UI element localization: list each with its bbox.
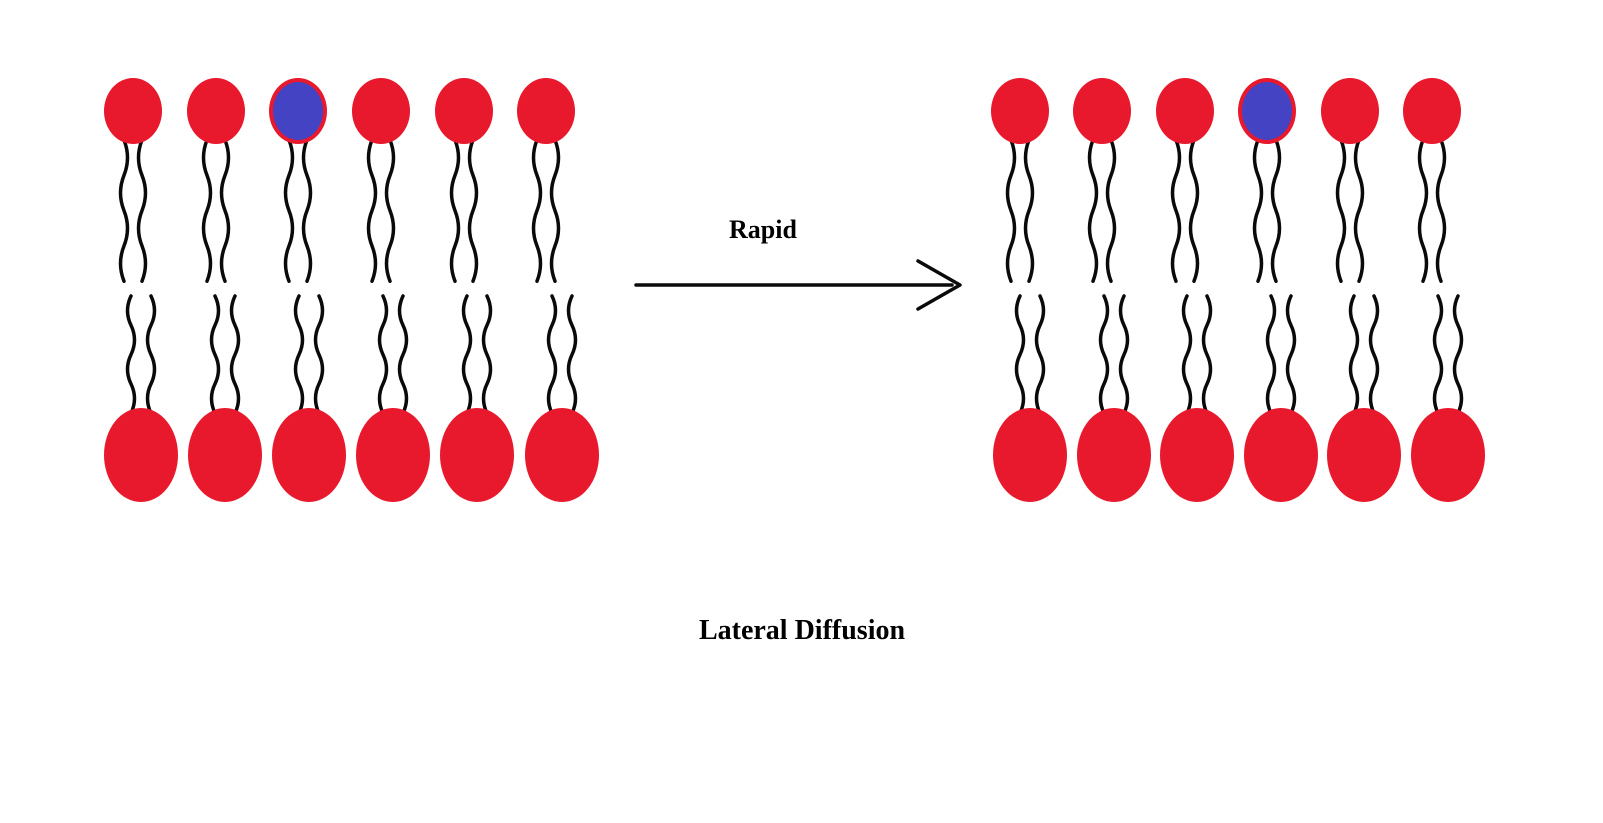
lipid-tail (1285, 294, 1297, 415)
lipid-tail (377, 294, 389, 415)
lipid-tail (1005, 138, 1017, 283)
lipid-tail (1335, 138, 1347, 283)
lipid-tail (136, 138, 148, 283)
lipid-tail (125, 294, 137, 415)
lipid-tail (449, 138, 461, 283)
lipid-tail (1201, 294, 1213, 415)
lipid-tail (1034, 294, 1046, 415)
lipid-head (1244, 408, 1318, 502)
lipid-tail (1368, 294, 1380, 415)
lipid-head (356, 408, 430, 502)
lipid-head (1073, 78, 1131, 144)
lipid-tail (1118, 294, 1130, 415)
tracer-lipid-head (1242, 82, 1292, 140)
lipid-tail (1452, 294, 1464, 415)
lipid-tail (531, 138, 543, 283)
arrow-label: Rapid (729, 215, 797, 244)
lipid-tail (201, 138, 213, 283)
lipid-tail (566, 294, 578, 415)
lipid-head (188, 408, 262, 502)
lipid-tail (1432, 294, 1444, 415)
lipid-head (991, 78, 1049, 144)
lipid-tail (481, 294, 493, 415)
lipid-head (1077, 408, 1151, 502)
lipid-tail (366, 138, 378, 283)
lipid-tail (1417, 138, 1429, 283)
lipid-head (352, 78, 410, 144)
reaction-arrow (634, 259, 962, 311)
lipid-tail (1188, 138, 1200, 283)
lipid-head (272, 408, 346, 502)
lipid-head (1327, 408, 1401, 502)
lipid-tail (397, 294, 409, 415)
lipid-head (1160, 408, 1234, 502)
lipid-head (1156, 78, 1214, 144)
lipid-tail (1014, 294, 1026, 415)
diagram-title: Lateral Diffusion (699, 615, 906, 646)
lipid-tail (293, 294, 305, 415)
lipid-tail (546, 294, 558, 415)
lipid-tail (283, 138, 295, 283)
lipid-tail (384, 138, 396, 283)
lipid-head (440, 408, 514, 502)
lipid-head (993, 408, 1067, 502)
lipid-head (104, 78, 162, 144)
bilayer-before (104, 78, 599, 502)
lipid-tail (219, 138, 231, 283)
lipid-tail (145, 294, 157, 415)
lipid-tail (1181, 294, 1193, 415)
lipid-head (1411, 408, 1485, 502)
lipid-tail (1353, 138, 1365, 283)
lipid-tail (229, 294, 241, 415)
lipid-head (104, 408, 178, 502)
lipid-tail (1170, 138, 1182, 283)
lipid-tail (301, 138, 313, 283)
lipid-tail (1105, 138, 1117, 283)
lipid-tail (209, 294, 221, 415)
lipid-head (187, 78, 245, 144)
lipid-tail (549, 138, 561, 283)
lipid-tail (1087, 138, 1099, 283)
bilayer-after (991, 78, 1485, 502)
lipid-head (525, 408, 599, 502)
lipid-head (1321, 78, 1379, 144)
lipid-tail (1252, 138, 1264, 283)
lipid-tail (1270, 138, 1282, 283)
lipid-tail (313, 294, 325, 415)
lipid-head (1403, 78, 1461, 144)
tracer-lipid-head (273, 82, 323, 140)
lipid-tail (1348, 294, 1360, 415)
lipid-tail (1023, 138, 1035, 283)
lipid-tail (461, 294, 473, 415)
lipid-tail (1098, 294, 1110, 415)
lipid-head (517, 78, 575, 144)
lipid-tail (467, 138, 479, 283)
lipid-tail (1265, 294, 1277, 415)
lipid-head (435, 78, 493, 144)
lipid-tail (118, 138, 130, 283)
lipid-tail (1435, 138, 1447, 283)
arrow-head-icon (916, 259, 962, 311)
